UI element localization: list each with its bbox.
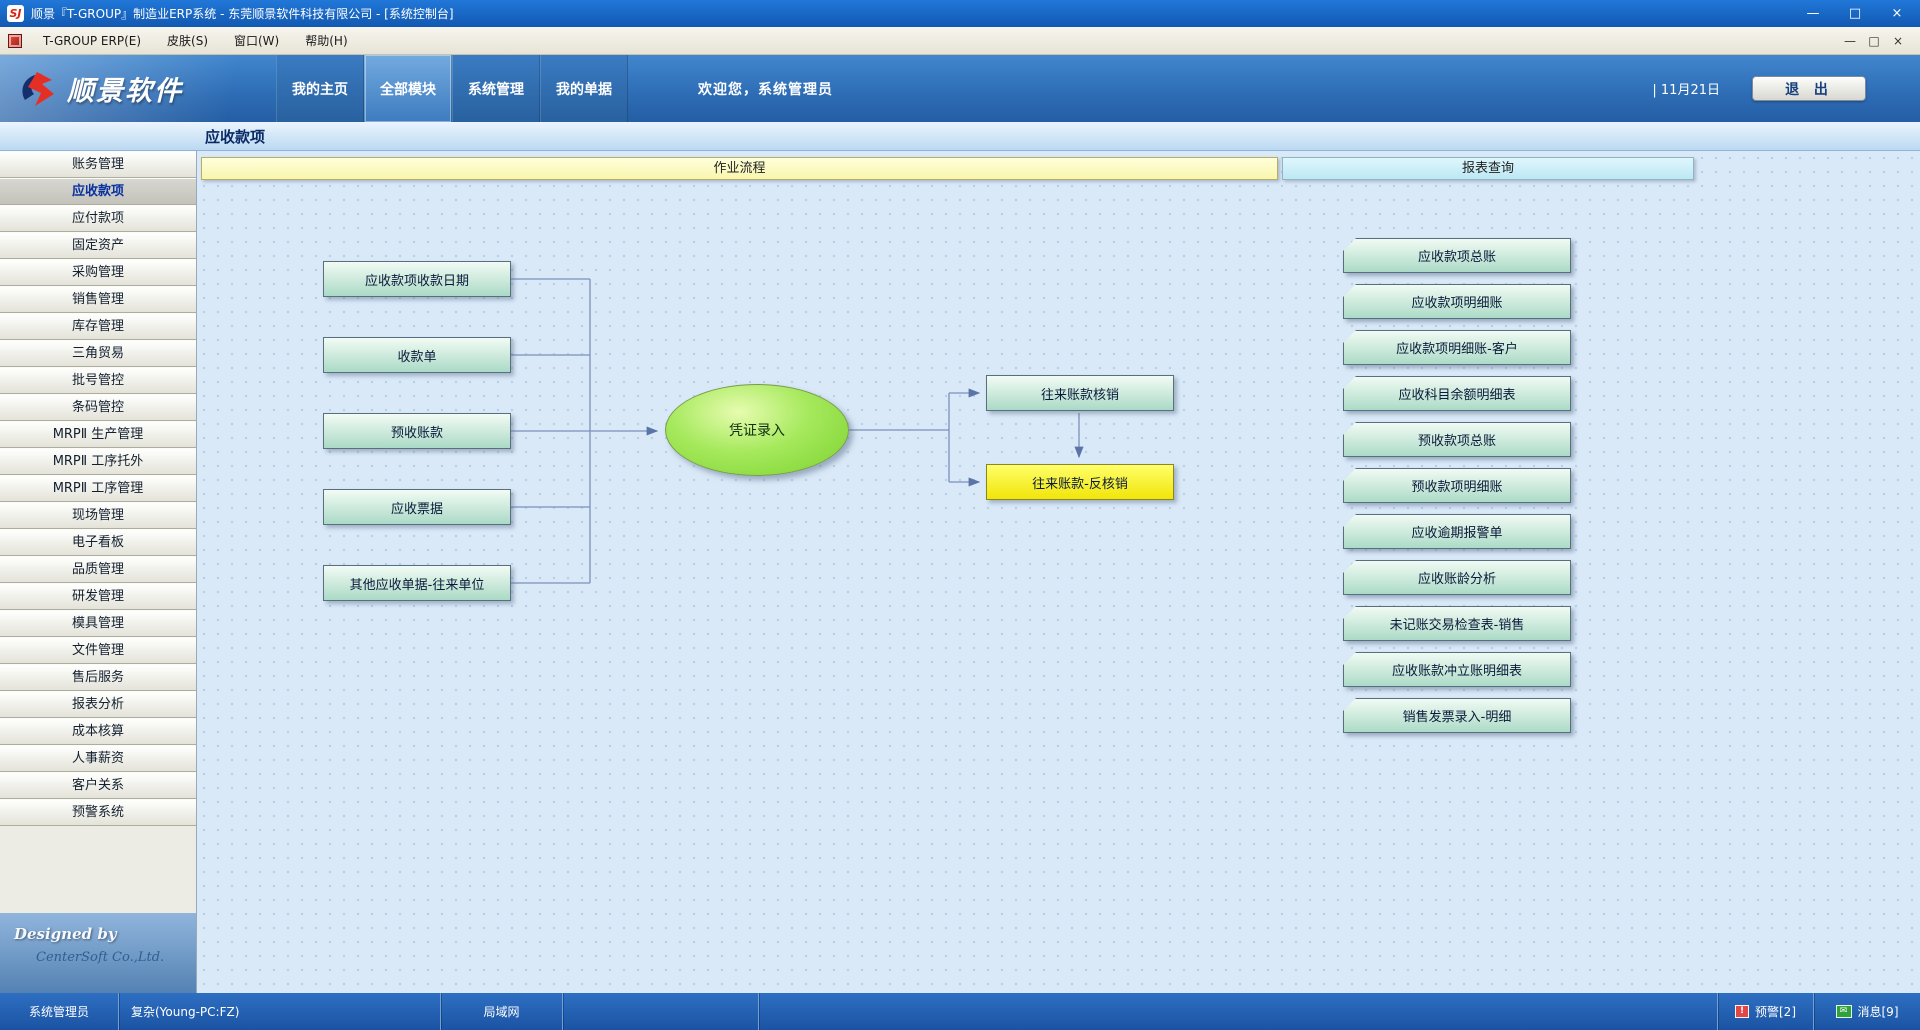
flow-node-other-receivable-docs[interactable]: 其他应收单据-往来单位 xyxy=(323,565,511,601)
sidebar-item-e-kanban[interactable]: 电子看板 xyxy=(0,529,196,556)
statusbar: 系统管理员 复杂(Young-PC:FZ) 局域网 ! 预警[2] ✉ 消息[9… xyxy=(0,993,1920,1030)
sidebar-item-purchasing[interactable]: 采购管理 xyxy=(0,259,196,286)
report-receivable-detail-ledger[interactable]: 应收款项明细账 xyxy=(1343,284,1571,319)
menu-window[interactable]: 窗口(W) xyxy=(234,34,280,48)
mdi-close-icon[interactable]: × xyxy=(1892,33,1904,48)
sidebar-item-hr-payroll[interactable]: 人事薪资 xyxy=(0,745,196,772)
sidebar-item-documents[interactable]: 文件管理 xyxy=(0,637,196,664)
report-unposted-transaction-check[interactable]: 未记账交易检查表-销售 xyxy=(1343,606,1571,641)
titlebar: SJ 顺景『T-GROUP』制造业ERP系统 - 东莞顺景软件科技有限公司 - … xyxy=(0,0,1920,27)
sidebar-item-barcode[interactable]: 条码管控 xyxy=(0,394,196,421)
page-title: 应收款项 xyxy=(205,127,266,146)
status-user-label: 系统管理员 xyxy=(28,1005,89,1019)
header-banner: 顺景软件 我的主页 全部模块 系统管理 我的单据 欢迎您，系统管理员 | 11月… xyxy=(0,55,1920,122)
logo-area: 顺景软件 xyxy=(0,55,276,122)
sidebar-item-rnd[interactable]: 研发管理 xyxy=(0,583,196,610)
banner-right: | 11月21日 退 出 xyxy=(1652,55,1920,122)
report-advance-detail-ledger[interactable]: 预收款项明细账 xyxy=(1343,468,1571,503)
sidebar-item-report-analysis[interactable]: 报表分析 xyxy=(0,691,196,718)
maximize-icon[interactable]: □ xyxy=(1848,6,1862,21)
sidebar-item-sales[interactable]: 销售管理 xyxy=(0,286,196,313)
flow-node-account-writeoff-reverse[interactable]: 往来账款-反核销 xyxy=(986,464,1174,500)
report-advance-general-ledger[interactable]: 预收款项总账 xyxy=(1343,422,1571,457)
menubar: T-GROUP ERP(E) 皮肤(S) 窗口(W) 帮助(H) — □ × xyxy=(0,27,1920,55)
sidebar-item-receivables[interactable]: 应收款项 xyxy=(0,178,196,205)
report-receivable-detail-by-customer[interactable]: 应收款项明细账-客户 xyxy=(1343,330,1571,365)
vendor-name: CenterSoft Co.,Ltd. xyxy=(36,950,165,965)
report-overdue-alert[interactable]: 应收逾期报警单 xyxy=(1343,514,1571,549)
report-sales-invoice-entry-detail[interactable]: 销售发票录入-明细 xyxy=(1343,698,1571,733)
tab-system-admin[interactable]: 系统管理 xyxy=(452,55,540,122)
sidebar-filler xyxy=(0,826,196,913)
status-user: 系统管理员 xyxy=(0,993,119,1030)
message-count-label: 消息[9] xyxy=(1857,1005,1899,1019)
flow-node-advance-receipts[interactable]: 预收账款 xyxy=(323,413,511,449)
menu-tgroup-erp[interactable]: T-GROUP ERP(E) xyxy=(43,33,142,48)
content: 账务管理 应收款项 应付款项 固定资产 采购管理 销售管理 库存管理 三角贸易 … xyxy=(0,151,1920,993)
alert-icon: ! xyxy=(1735,1005,1749,1018)
minimize-icon[interactable]: — xyxy=(1806,6,1820,21)
status-host: 复杂(Young-PC:FZ) xyxy=(119,993,441,1030)
welcome-text: 欢迎您，系统管理员 xyxy=(698,81,833,98)
sidebar-item-alert-system[interactable]: 预警系统 xyxy=(0,799,196,826)
alert-count-label: 预警[2] xyxy=(1755,1005,1796,1019)
sidebar-item-lot-control[interactable]: 批号管控 xyxy=(0,367,196,394)
sidebar-item-shopfloor[interactable]: 现场管理 xyxy=(0,502,196,529)
module-title-bar: 应收款项 xyxy=(0,122,1920,151)
sidebar-item-fixed-assets[interactable]: 固定资产 xyxy=(0,232,196,259)
sidebar-item-mrp2-process[interactable]: MRPⅡ 工序管理 xyxy=(0,475,196,502)
main-nav: 我的主页 全部模块 系统管理 我的单据 xyxy=(276,55,628,122)
sidebar-item-mold[interactable]: 模具管理 xyxy=(0,610,196,637)
exit-button[interactable]: 退 出 xyxy=(1752,76,1866,101)
sidebar-footer: Designed by CenterSoft Co.,Ltd. xyxy=(0,913,196,993)
current-date: | 11月21日 xyxy=(1652,83,1720,98)
section-header-workflow: 作业流程 xyxy=(201,157,1278,180)
message-icon: ✉ xyxy=(1835,1005,1852,1018)
mdi-window-controls: — □ × xyxy=(1838,34,1920,48)
section-header-reports: 报表查询 xyxy=(1282,157,1694,180)
app-logo-icon: SJ xyxy=(7,5,24,22)
tab-all-modules[interactable]: 全部模块 xyxy=(364,55,452,122)
report-aging-analysis[interactable]: 应收账龄分析 xyxy=(1343,560,1571,595)
status-alerts[interactable]: ! 预警[2] xyxy=(1718,993,1814,1030)
designed-by-text: Designed by xyxy=(14,925,117,943)
status-empty-1 xyxy=(563,993,759,1030)
flow-node-receivable-collect-date[interactable]: 应收款项收款日期 xyxy=(323,261,511,297)
status-messages[interactable]: ✉ 消息[9] xyxy=(1814,993,1920,1030)
report-receivable-offset-detail[interactable]: 应收账款冲立账明细表 xyxy=(1343,652,1571,687)
flow-canvas: 作业流程 报表查询 应收款项收 xyxy=(197,151,1920,993)
flow-node-account-writeoff[interactable]: 往来账款核销 xyxy=(986,375,1174,411)
close-icon[interactable]: × xyxy=(1891,6,1903,21)
status-network: 局域网 xyxy=(441,993,563,1030)
sidebar-item-after-sales[interactable]: 售后服务 xyxy=(0,664,196,691)
menu-help[interactable]: 帮助(H) xyxy=(305,34,348,48)
status-empty-2 xyxy=(759,993,1718,1030)
sidebar-item-quality[interactable]: 品质管理 xyxy=(0,556,196,583)
mdi-restore-icon[interactable]: □ xyxy=(1868,33,1880,48)
sidebar-item-costing[interactable]: 成本核算 xyxy=(0,718,196,745)
sidebar-item-payables[interactable]: 应付款项 xyxy=(0,205,196,232)
sidebar-item-triangle-trade[interactable]: 三角贸易 xyxy=(0,340,196,367)
menu-skin[interactable]: 皮肤(S) xyxy=(167,34,208,48)
flow-node-voucher-entry[interactable]: 凭证录入 xyxy=(665,384,849,476)
window-title: 顺景『T-GROUP』制造业ERP系统 - 东莞顺景软件科技有限公司 - [系统… xyxy=(31,7,454,21)
sidebar-item-inventory[interactable]: 库存管理 xyxy=(0,313,196,340)
sidebar-item-mrp2-outsourcing[interactable]: MRPⅡ 工序托外 xyxy=(0,448,196,475)
tab-my-home[interactable]: 我的主页 xyxy=(276,55,364,122)
module-sidebar: 账务管理 应收款项 应付款项 固定资产 采购管理 销售管理 库存管理 三角贸易 … xyxy=(0,151,197,993)
report-receivable-subject-balance[interactable]: 应收科目余额明细表 xyxy=(1343,376,1571,411)
flow-node-receipt-voucher[interactable]: 收款单 xyxy=(323,337,511,373)
report-receivable-general-ledger[interactable]: 应收款项总账 xyxy=(1343,238,1571,273)
sidebar-item-crm[interactable]: 客户关系 xyxy=(0,772,196,799)
brand-name: 顺景软件 xyxy=(67,76,183,107)
status-network-label: 局域网 xyxy=(483,1005,520,1019)
flow-node-receivable-notes[interactable]: 应收票据 xyxy=(323,489,511,525)
company-logo-icon xyxy=(22,71,54,106)
mdi-child-icon xyxy=(8,33,22,48)
tab-my-documents[interactable]: 我的单据 xyxy=(540,55,628,122)
status-host-label: 复杂(Young-PC:FZ) xyxy=(131,1005,240,1019)
mdi-minimize-icon[interactable]: — xyxy=(1844,33,1856,48)
sidebar-item-accounting[interactable]: 账务管理 xyxy=(0,151,196,178)
sidebar-item-mrp2-production[interactable]: MRPⅡ 生产管理 xyxy=(0,421,196,448)
